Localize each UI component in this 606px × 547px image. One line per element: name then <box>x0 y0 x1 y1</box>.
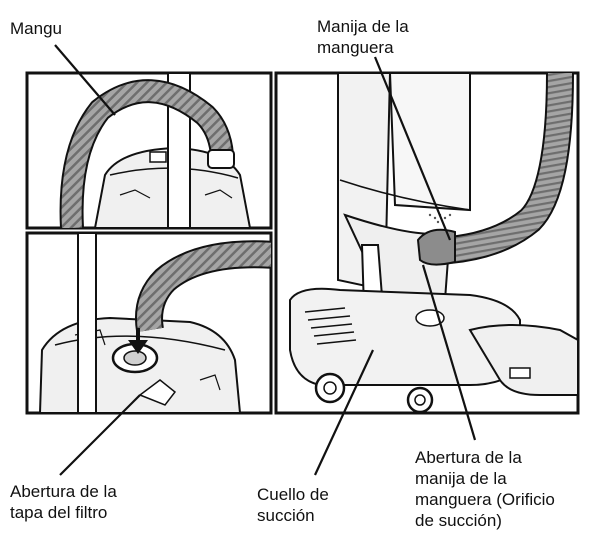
label-hose-handle-opening-line-3: manguera (Orificio <box>415 490 555 509</box>
label-hose-handle-opening-line-1: Abertura de la <box>415 448 522 467</box>
right-scene <box>289 73 578 413</box>
leader-lines <box>54 44 477 476</box>
label-hose-line-1: Mangu <box>10 19 62 38</box>
label-hose-handle: Manija de la manguera <box>317 16 409 58</box>
label-suction-neck-line-1: Cuello de <box>257 485 329 504</box>
top-left-scene <box>59 73 252 228</box>
bottom-left-scene <box>38 233 271 413</box>
label-filter-lid-opening-line-2: tapa del filtro <box>10 503 108 522</box>
label-hose-handle-opening-line-2: manija de la <box>415 469 507 488</box>
label-hose-handle-opening-line-4: de succión) <box>415 511 502 530</box>
label-hose: Mangu <box>10 18 62 39</box>
label-hose-handle-line-1: Manija de la <box>317 17 409 36</box>
label-filter-lid-opening: Abertura de la tapa del filtro <box>10 481 117 523</box>
label-filter-lid-opening-line-1: Abertura de la <box>10 482 117 501</box>
label-hose-handle-opening: Abertura de la manija de la manguera (Or… <box>415 447 555 531</box>
label-suction-neck-line-2: succión <box>257 506 315 525</box>
label-suction-neck: Cuello de succión <box>257 484 329 526</box>
label-hose-handle-line-2: manguera <box>317 38 394 57</box>
